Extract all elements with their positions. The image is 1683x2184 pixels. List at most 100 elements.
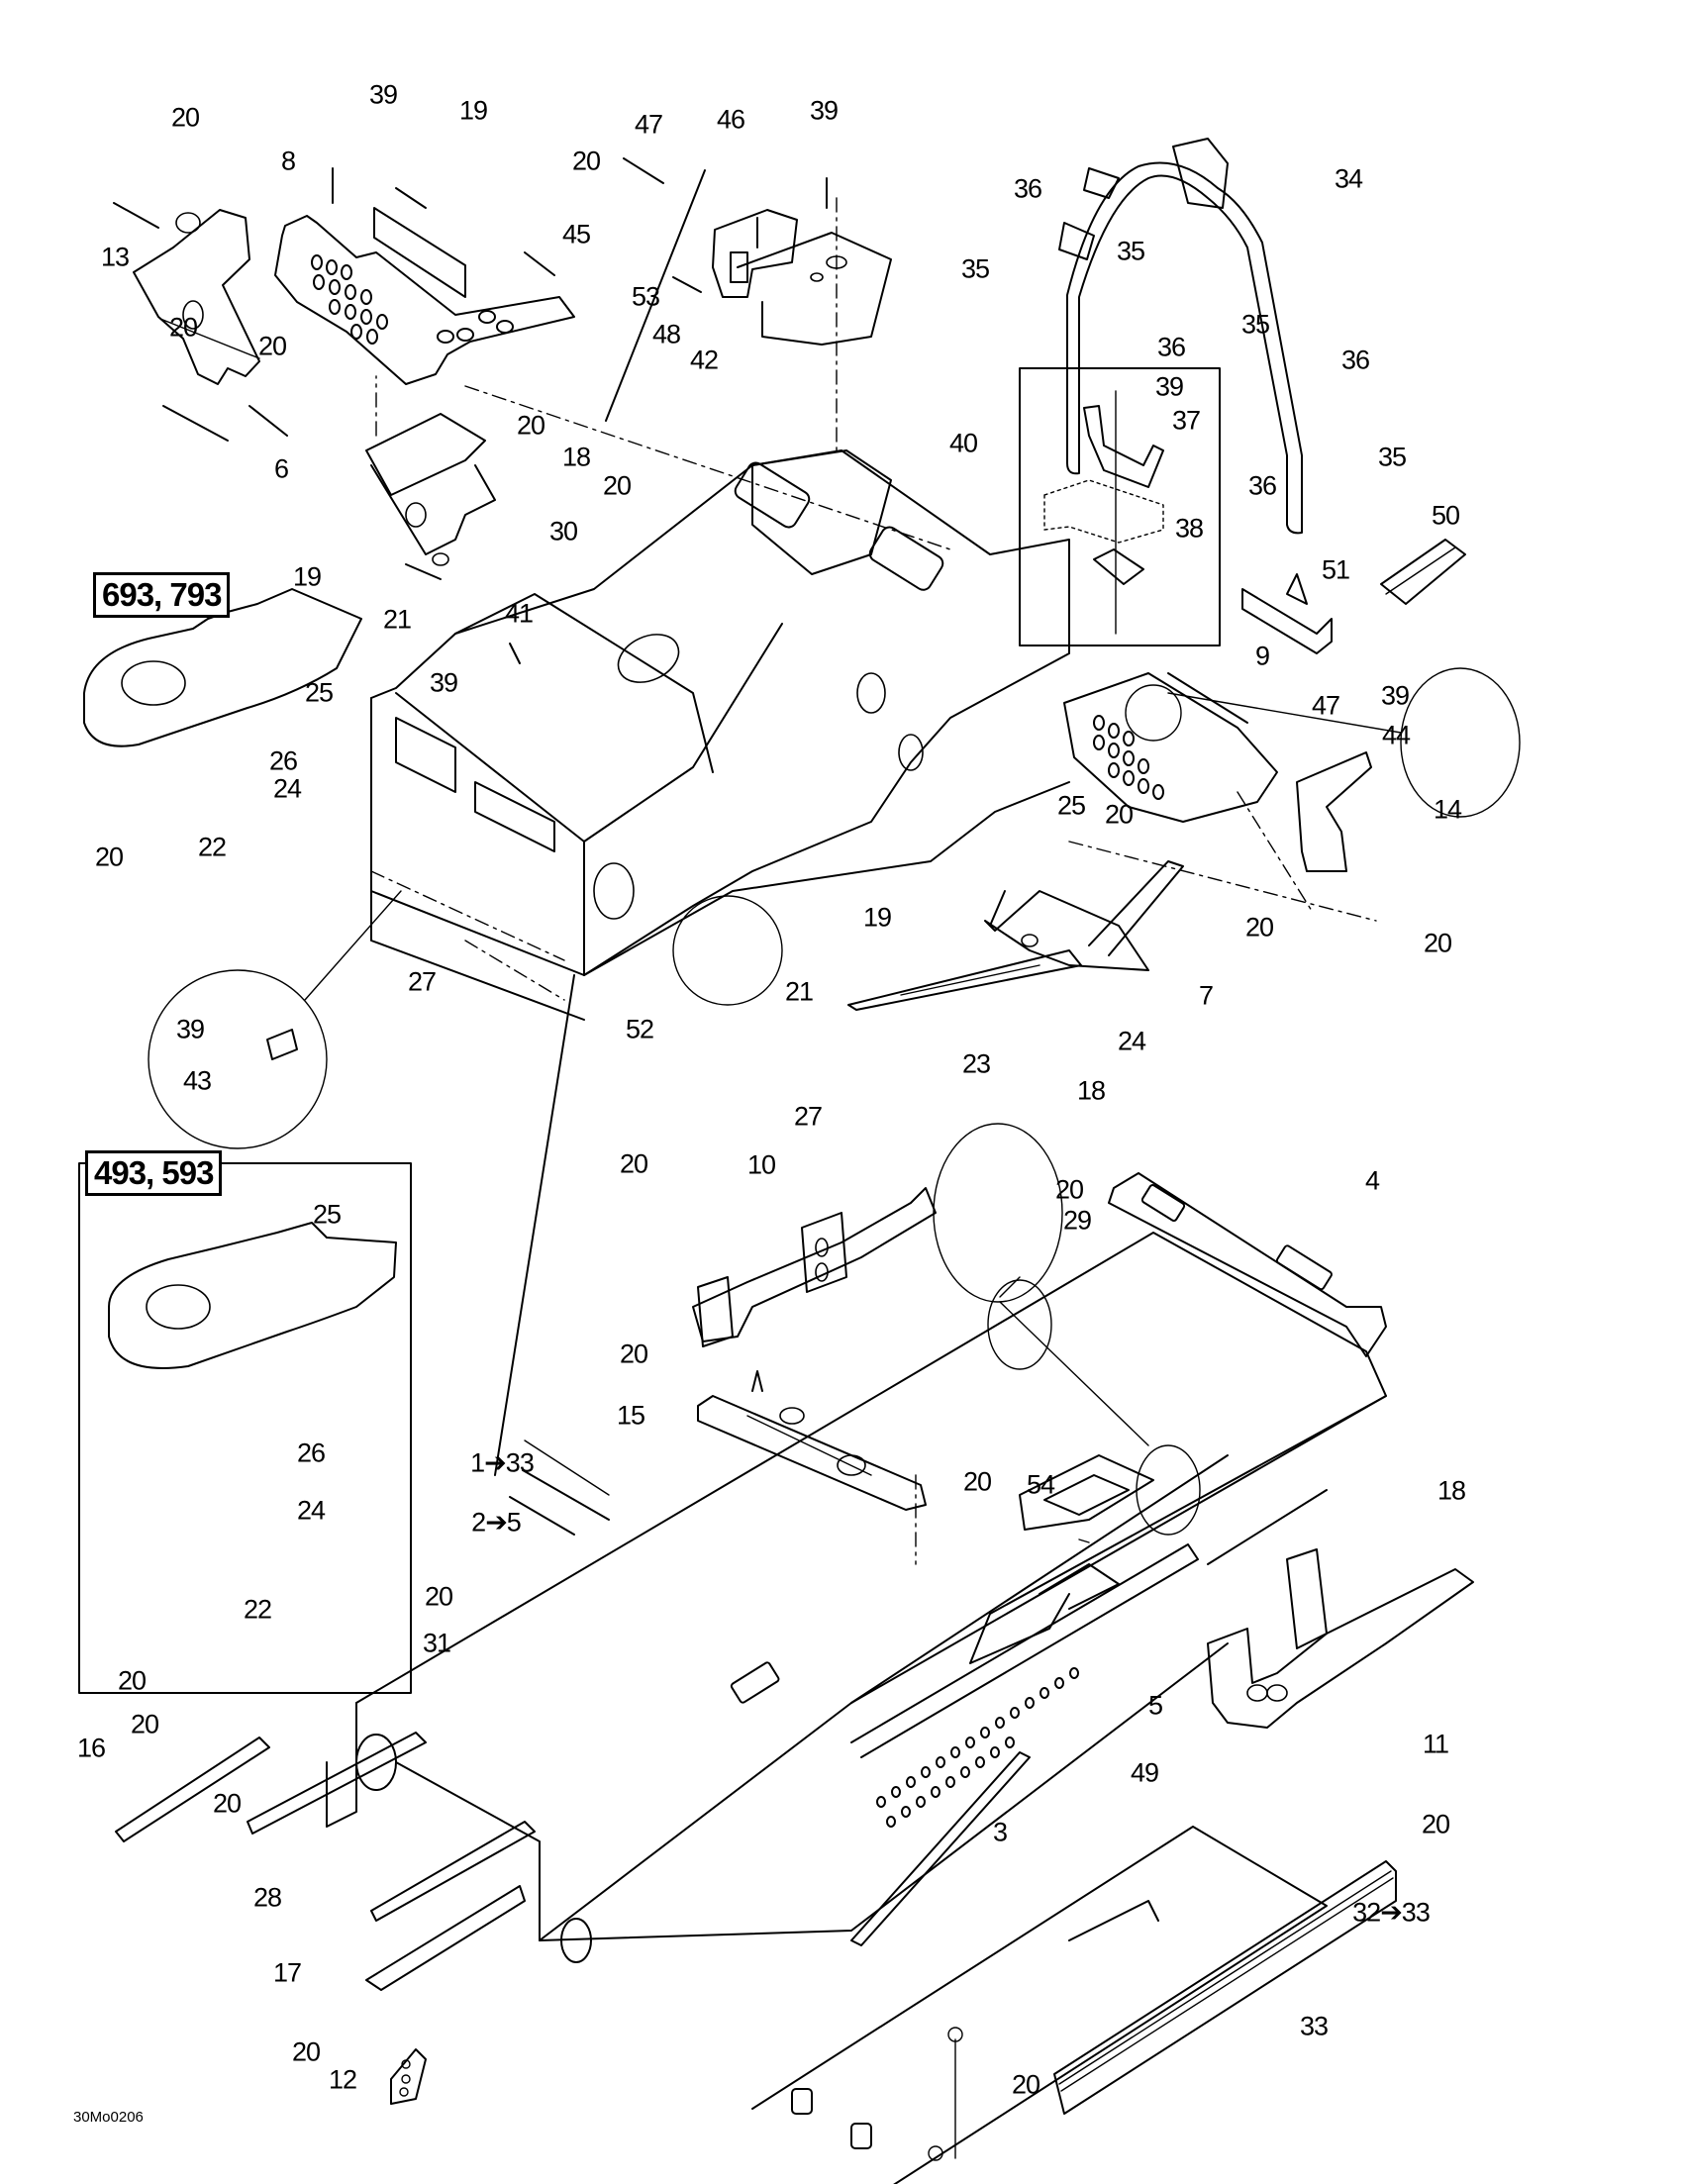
callout-label: 20 <box>602 470 632 501</box>
part-17-angle <box>365 1885 526 1991</box>
callout-label: 20 <box>619 1148 648 1179</box>
callout-label: 16 <box>76 1733 106 1763</box>
part-34-bumper <box>1058 138 1303 535</box>
callout-label: 19 <box>292 561 322 592</box>
callout-label: 7 <box>1198 980 1214 1011</box>
part-28-tubes <box>247 1732 536 1922</box>
callout-label: 4 <box>1364 1165 1380 1196</box>
callout-label: 47 <box>634 109 663 140</box>
callout-label: 46 <box>716 104 745 135</box>
callout-label: 20 <box>1011 2069 1040 2100</box>
callout-label: 20 <box>291 2036 321 2067</box>
leader-lines <box>370 197 1377 1565</box>
model-group-label: 693, 793 <box>93 572 231 618</box>
callout-label: 26 <box>268 745 298 776</box>
drawing-reference-code: 30Mo0206 <box>73 2109 144 2126</box>
part-7-arm <box>984 860 1184 971</box>
callout-label: 42 <box>689 345 719 375</box>
part-16-angle <box>115 1737 270 1842</box>
callout-label: 34 <box>1334 163 1363 194</box>
detail-circle-44 <box>1400 667 1521 818</box>
callout-label: 20 <box>212 1788 242 1819</box>
part-13-bracket <box>133 209 260 385</box>
callout-label: 39 <box>368 79 398 110</box>
part-33-slider <box>1053 1860 1397 2115</box>
callout-label: 18 <box>1436 1475 1466 1506</box>
callout-label: 35 <box>1240 309 1270 340</box>
detail-circle-43 <box>148 969 328 1149</box>
callout-label: 40 <box>948 428 978 458</box>
callout-label: 15 <box>616 1400 645 1431</box>
callout-label: 39 <box>1154 371 1184 402</box>
callout-label: 23 <box>961 1048 991 1079</box>
inset-37-bracket <box>1043 390 1164 635</box>
rivets-top <box>113 157 828 664</box>
part-45-strap <box>605 169 706 422</box>
callout-label: 20 <box>1244 912 1274 943</box>
part-22-cover-bottom <box>108 1222 397 1369</box>
callout-label: 51 <box>1321 554 1350 585</box>
callout-label: 44 <box>1381 720 1411 750</box>
main-tunnel <box>326 1232 1387 1963</box>
callout-label: 35 <box>1377 442 1407 472</box>
part-23-rail <box>847 949 1082 1011</box>
callout-label: 12 <box>328 2064 357 2095</box>
callout-label: 24 <box>296 1495 326 1526</box>
part-32-slide-sheet <box>751 1826 1328 2184</box>
callout-label: 28 <box>252 1882 282 1913</box>
model-group-label: 493, 593 <box>85 1150 223 1196</box>
callout-label: 24 <box>1117 1026 1146 1056</box>
callout-label: 29 <box>1062 1205 1092 1236</box>
callout-label: 18 <box>561 442 591 472</box>
callout-label: 39 <box>429 667 458 698</box>
callout-label: 30 <box>548 516 578 546</box>
callout-label: 33 <box>1299 2011 1329 2041</box>
callout-label: 6 <box>273 453 289 484</box>
callout-label: 31 <box>422 1628 451 1658</box>
main-frame-front <box>370 449 1070 1021</box>
callout-label: 13 <box>100 242 130 272</box>
callout-label: 21 <box>382 604 412 635</box>
callout-label: 20 <box>962 1466 992 1497</box>
callout-label: 2➔5 <box>471 1507 522 1538</box>
callout-label: 22 <box>197 832 227 862</box>
callout-label: 50 <box>1431 500 1460 531</box>
callout-label: 20 <box>516 410 545 441</box>
callout-label: 48 <box>651 319 681 349</box>
part-50-clip <box>1380 539 1466 605</box>
callout-label: 39 <box>809 95 839 126</box>
callout-label: 25 <box>1056 790 1086 821</box>
part-22-cover-top <box>83 588 362 747</box>
callout-label: 35 <box>960 253 990 284</box>
callout-label: 20 <box>1104 799 1134 830</box>
callout-label: 26 <box>296 1438 326 1468</box>
part-11-bracket <box>1207 1548 1474 1729</box>
part-4-brace <box>1108 1172 1387 1357</box>
callout-label: 20 <box>1421 1809 1450 1839</box>
callout-label: 25 <box>304 677 334 708</box>
callout-label: 52 <box>625 1014 654 1044</box>
callout-label: 27 <box>793 1101 823 1132</box>
part-8-plate <box>274 207 575 385</box>
callout-label: 20 <box>170 102 200 133</box>
part-3-rod <box>850 1751 1031 1946</box>
callout-label: 35 <box>1116 236 1145 266</box>
part-54-cover <box>1019 1454 1154 1531</box>
callout-label: 19 <box>458 95 488 126</box>
callout-label: 21 <box>784 976 814 1007</box>
part-14-bracket <box>1296 751 1372 872</box>
part-12-plate <box>390 2048 427 2105</box>
callout-label: 20 <box>94 842 124 872</box>
callout-label: 20 <box>130 1709 159 1739</box>
part-42-bracket <box>712 209 892 346</box>
callout-label: 19 <box>862 902 892 933</box>
callout-label: 20 <box>619 1339 648 1369</box>
detail-circle-29 <box>933 1123 1063 1303</box>
callout-label: 11 <box>1422 1729 1449 1759</box>
callout-label: 36 <box>1247 470 1277 501</box>
callout-label: 5 <box>1147 1690 1163 1721</box>
callout-label: 10 <box>746 1149 776 1180</box>
callout-label: 24 <box>272 773 302 804</box>
